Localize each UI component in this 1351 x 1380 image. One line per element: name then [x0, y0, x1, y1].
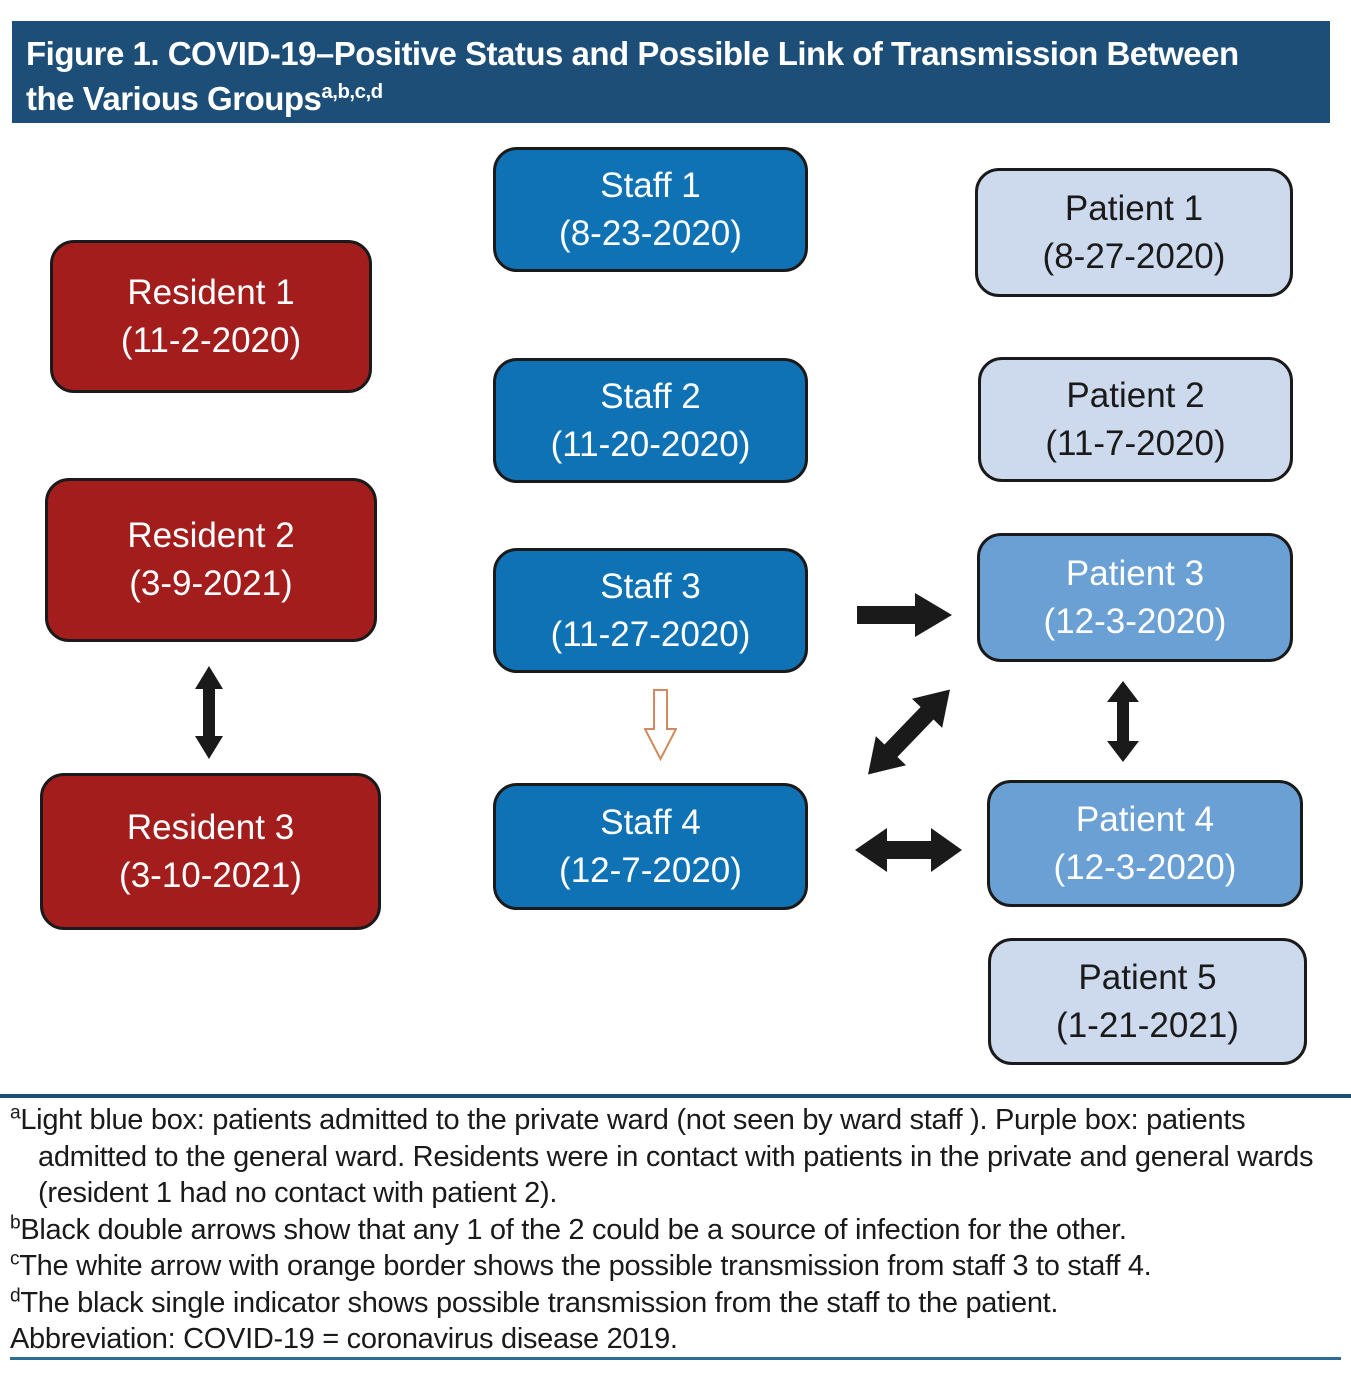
node-date: (12-3-2020) — [1043, 601, 1227, 641]
node-label: Staff 3 — [600, 566, 701, 606]
node-date: (8-27-2020) — [1042, 236, 1226, 276]
double-arrow-resident2-resident3-icon — [193, 666, 225, 759]
node-date: (8-23-2020) — [559, 213, 742, 253]
abbreviation-note: Abbreviation: COVID-19 = coronavirus dis… — [10, 1323, 678, 1355]
node-label: Patient 4 — [1075, 799, 1215, 839]
node-label: Staff 1 — [600, 165, 701, 205]
node-patient-3: Patient 3 (12-3-2020) — [977, 533, 1293, 662]
node-date: (3-10-2021) — [119, 855, 302, 895]
node-label: Patient 3 — [1065, 553, 1205, 593]
footnote-text: The black single indicator shows possibl… — [20, 1286, 1059, 1319]
node-patient-4: Patient 4 (12-3-2020) — [987, 780, 1303, 907]
node-patient-5: Patient 5 (1-21-2021) — [988, 938, 1307, 1065]
node-label: Patient 1 — [1064, 188, 1204, 228]
footnotes-block: aLight blue box: patients admitted to th… — [10, 1102, 1342, 1358]
footnote-c: cThe white arrow with orange border show… — [10, 1248, 1342, 1285]
node-label: Patient 5 — [1078, 957, 1217, 997]
figure-title-line2: the Various Groupsa,b,c,d — [26, 76, 1314, 121]
footnote-a: aLight blue box: patients admitted to th… — [10, 1102, 1342, 1212]
node-staff-3: Staff 3 (11-27-2020) — [493, 548, 808, 673]
footnote-b: bBlack double arrows show that any 1 of … — [10, 1212, 1342, 1249]
footnote-text: The white arrow with orange border shows… — [19, 1250, 1152, 1282]
footnote-marker: b — [10, 1211, 21, 1233]
figure-title-superscript: a,b,c,d — [321, 80, 383, 103]
node-date: (11-7-2020) — [1045, 423, 1226, 463]
node-staff-1: Staff 1 (8-23-2020) — [493, 147, 808, 272]
node-patient-2: Patient 2 (11-7-2020) — [978, 357, 1293, 482]
node-date: (3-9-2021) — [129, 564, 293, 603]
figure-title-line1: Figure 1. COVID-19–Positive Status and P… — [26, 35, 1239, 72]
double-arrow-staff4-patient3-icon — [852, 674, 966, 789]
outline-arrow-staff3-staff4-icon — [644, 689, 677, 761]
figure-title-bar: Figure 1. COVID-19–Positive Status and P… — [12, 21, 1330, 123]
node-date: (12-7-2020) — [559, 850, 742, 890]
footnote-text: Black double arrows show that any 1 of t… — [20, 1213, 1127, 1246]
footnote-text: Light blue box: patients admitted to the… — [20, 1104, 1314, 1209]
double-arrow-patient3-patient4-icon — [1105, 681, 1141, 762]
node-date: (11-27-2020) — [550, 614, 751, 654]
footnote-marker: c — [10, 1248, 20, 1270]
node-resident-3: Resident 3 (3-10-2021) — [40, 773, 381, 930]
node-resident-2: Resident 2 (3-9-2021) — [45, 478, 377, 642]
bottom-rule-line — [10, 1357, 1341, 1360]
node-label: Staff 4 — [600, 802, 701, 842]
node-patient-1: Patient 1 (8-27-2020) — [975, 168, 1293, 297]
footnote-separator-line — [0, 1094, 1351, 1098]
node-staff-4: Staff 4 (12-7-2020) — [493, 783, 808, 910]
figure-title-line2-text: the Various Groups — [26, 80, 322, 117]
footnote-d: dThe black single indicator shows possib… — [10, 1285, 1342, 1322]
node-resident-1: Resident 1 (11-2-2020) — [50, 236, 372, 396]
node-label: Resident 2 — [127, 516, 295, 555]
node-date: (11-2-2020) — [120, 320, 302, 360]
node-label: Resident 3 — [126, 807, 295, 847]
double-arrow-staff4-patient4-icon — [855, 827, 963, 873]
node-label: Resident 1 — [127, 272, 295, 312]
node-staff-2: Staff 2 (11-20-2020) — [493, 358, 808, 483]
node-date: (12-3-2020) — [1053, 847, 1237, 887]
node-date: (11-20-2020) — [550, 424, 751, 464]
node-date: (1-21-2021) — [1056, 1005, 1239, 1045]
node-label: Patient 2 — [1066, 375, 1205, 415]
single-arrow-staff3-patient3-icon — [857, 592, 953, 638]
node-label: Staff 2 — [600, 376, 701, 416]
footnote-marker: d — [10, 1284, 21, 1306]
footnote-marker: a — [10, 1102, 21, 1124]
